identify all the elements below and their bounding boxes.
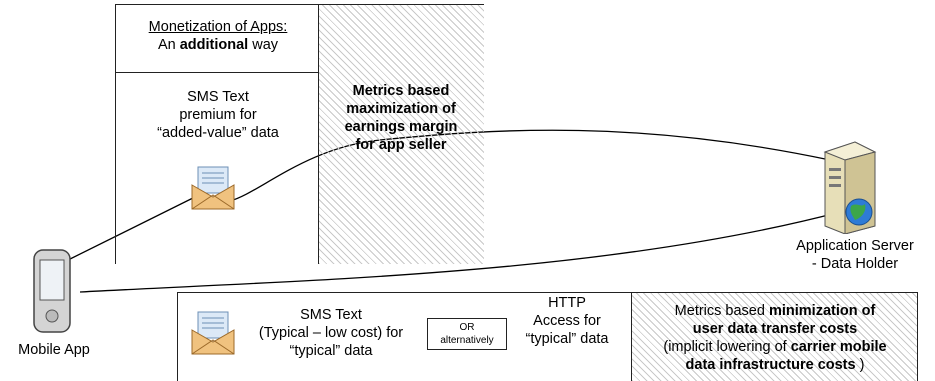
top-header-line1: Monetization of Apps: [148, 19, 288, 35]
top-panel-header [115, 4, 318, 72]
envelope-icon [191, 166, 235, 210]
top-sms-text: SMS Text premium for “added-value” data [118, 88, 318, 142]
bottom-metrics-line4-post: ) [855, 357, 865, 373]
top-sms-line3: “added-value” data [157, 125, 279, 141]
bottom-metrics-line1-bold: minimization of [768, 303, 876, 319]
top-metrics-line2: maximization of [346, 101, 456, 117]
bottom-sms-text: SMS Text (Typical – low cost) for “typic… [236, 306, 426, 360]
top-header-line2-post: way [248, 37, 279, 53]
or-label: OR [459, 322, 475, 333]
top-sms-line2: premium for [179, 107, 257, 123]
bottom-http-line1: HTTP [548, 295, 586, 311]
top-header-line2-pre: An [157, 37, 180, 53]
bottom-panel [177, 292, 632, 381]
bottom-metrics-box [632, 292, 918, 381]
bottom-sms-line3: “typical” data [289, 343, 373, 359]
mobile-phone-icon [33, 249, 71, 333]
bottom-metrics-line3-pre: (implicit lowering of [663, 339, 791, 355]
bottom-sms-line2: (Typical – low cost) for [258, 325, 404, 341]
server-label-line2: - Data Holder [811, 256, 899, 272]
bottom-http-text: HTTP Access for “typical” data [507, 294, 627, 348]
top-divider [115, 72, 318, 73]
server-label: Application Server - Data Holder [780, 237, 930, 273]
bottom-metrics-line2: user data transfer costs [692, 321, 858, 337]
phone-to-server-line [79, 211, 841, 293]
or-alternatively-box: OR alternatively [427, 318, 507, 350]
bottom-http-line2: Access for [533, 313, 601, 329]
top-sms-line1: SMS Text [187, 89, 249, 105]
bottom-sms-line1: SMS Text [300, 307, 362, 323]
server-label-line1: Application Server [796, 238, 914, 254]
top-header-title: Monetization of Apps: An additional way [118, 18, 318, 54]
bottom-metrics-text: Metrics based minimization of user data … [632, 302, 918, 374]
top-metrics-line4: for app seller [355, 137, 447, 153]
phone-to-sms-line [63, 191, 206, 263]
bottom-metrics-line4-bold: data infrastructure costs [685, 357, 856, 373]
top-metrics-box [318, 4, 484, 264]
bottom-http-line3: “typical” data [525, 331, 609, 347]
alternatively-label: alternatively [440, 335, 494, 346]
bottom-metrics-line3-bold: carrier mobile [790, 339, 887, 355]
top-header-line2-bold: additional [179, 37, 249, 53]
top-metrics-text: Metrics based maximization of earnings m… [318, 82, 484, 154]
top-metrics-line3: earnings margin [344, 119, 458, 135]
bottom-metrics-line1-pre: Metrics based [674, 303, 769, 319]
mobile-label: Mobile App [18, 342, 90, 358]
envelope-icon [191, 311, 235, 355]
server-icon [823, 141, 877, 234]
top-metrics-line1: Metrics based [352, 83, 450, 99]
